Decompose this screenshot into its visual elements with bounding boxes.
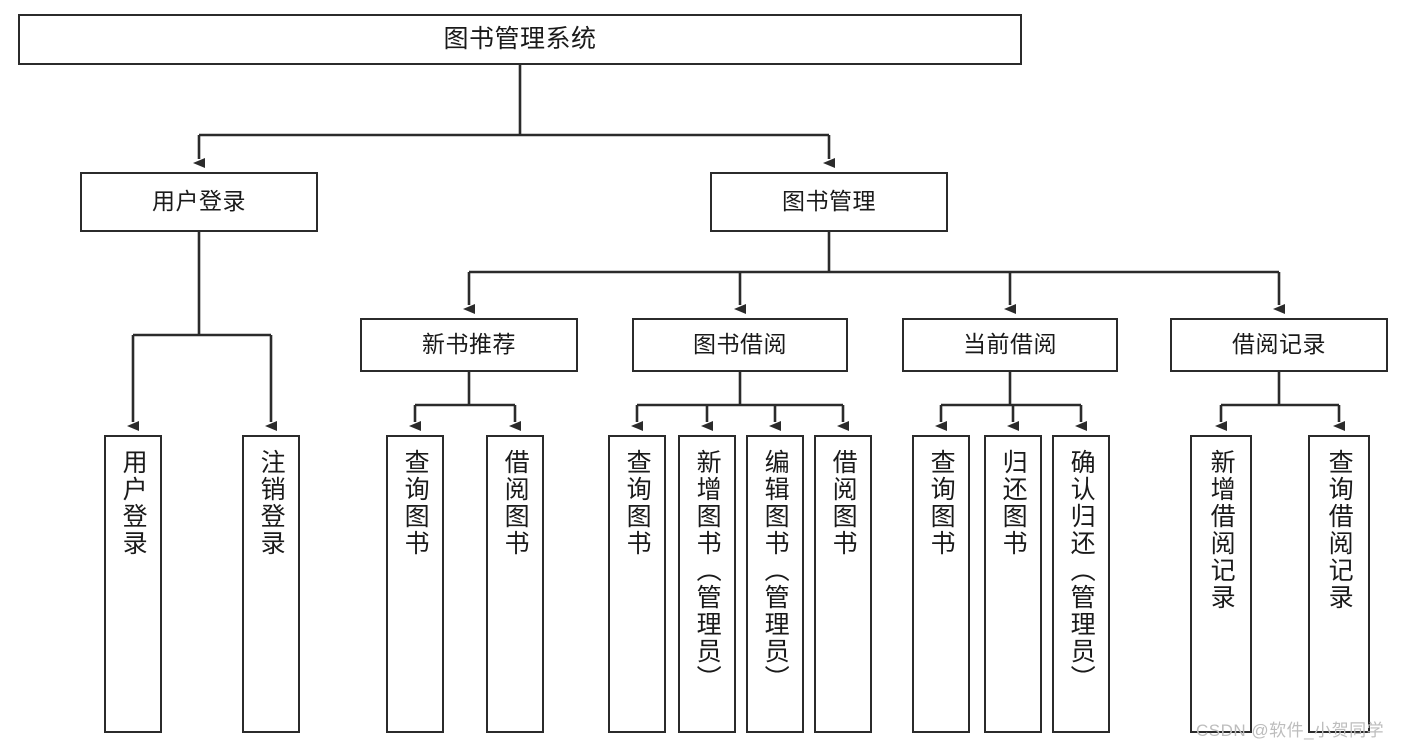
node-leaf-query-book-1[interactable]: 查询图书 [386,435,444,733]
node-leaf-borrow-book-2[interactable]: 借阅图书 [814,435,872,733]
node-leaf-user-login[interactable]: 用户登录 [104,435,162,733]
node-root[interactable]: 图书管理系统 [18,14,1022,65]
node-label: 用户登录 [119,449,148,557]
node-user-login[interactable]: 用户登录 [80,172,318,232]
node-leaf-confirm-return[interactable]: 确认归还（管理员） [1052,435,1110,733]
node-label: 借阅图书 [501,449,530,557]
node-leaf-add-book[interactable]: 新增图书（管理员） [678,435,736,733]
node-leaf-query-record[interactable]: 查询借阅记录 [1308,435,1370,733]
node-label: 查询图书 [927,449,956,557]
node-label: 新增借阅记录 [1207,449,1236,611]
node-label: 图书借阅 [693,331,787,358]
node-leaf-borrow-book-1[interactable]: 借阅图书 [486,435,544,733]
node-label: 查询图书 [623,449,652,557]
node-label: 查询图书 [401,449,430,557]
node-label: 确认归还（管理员） [1067,449,1096,692]
node-leaf-query-book-3[interactable]: 查询图书 [912,435,970,733]
node-label: 查询借阅记录 [1325,449,1354,611]
node-label: 借阅记录 [1232,331,1326,358]
node-book-borrow[interactable]: 图书借阅 [632,318,848,372]
node-leaf-return-book[interactable]: 归还图书 [984,435,1042,733]
node-label: 图书管理系统 [443,24,597,53]
node-label: 归还图书 [999,449,1028,557]
node-label: 借阅图书 [829,449,858,557]
csdn-watermark: CSDN @软件_小贺同学 [1196,721,1385,740]
node-leaf-logout[interactable]: 注销登录 [242,435,300,733]
node-current-borrow[interactable]: 当前借阅 [902,318,1118,372]
node-label: 新书推荐 [422,331,516,358]
node-label: 注销登录 [257,449,286,557]
node-label: 当前借阅 [963,331,1057,358]
node-book-manage[interactable]: 图书管理 [710,172,948,232]
node-leaf-query-book-2[interactable]: 查询图书 [608,435,666,733]
node-label: 用户登录 [152,188,246,215]
node-leaf-add-record[interactable]: 新增借阅记录 [1190,435,1252,733]
node-label: 新增图书（管理员） [693,449,722,692]
node-borrow-record[interactable]: 借阅记录 [1170,318,1388,372]
node-leaf-edit-book[interactable]: 编辑图书（管理员） [746,435,804,733]
node-new-book-rec[interactable]: 新书推荐 [360,318,578,372]
node-label: 编辑图书（管理员） [761,449,790,692]
node-label: 图书管理 [782,188,876,215]
